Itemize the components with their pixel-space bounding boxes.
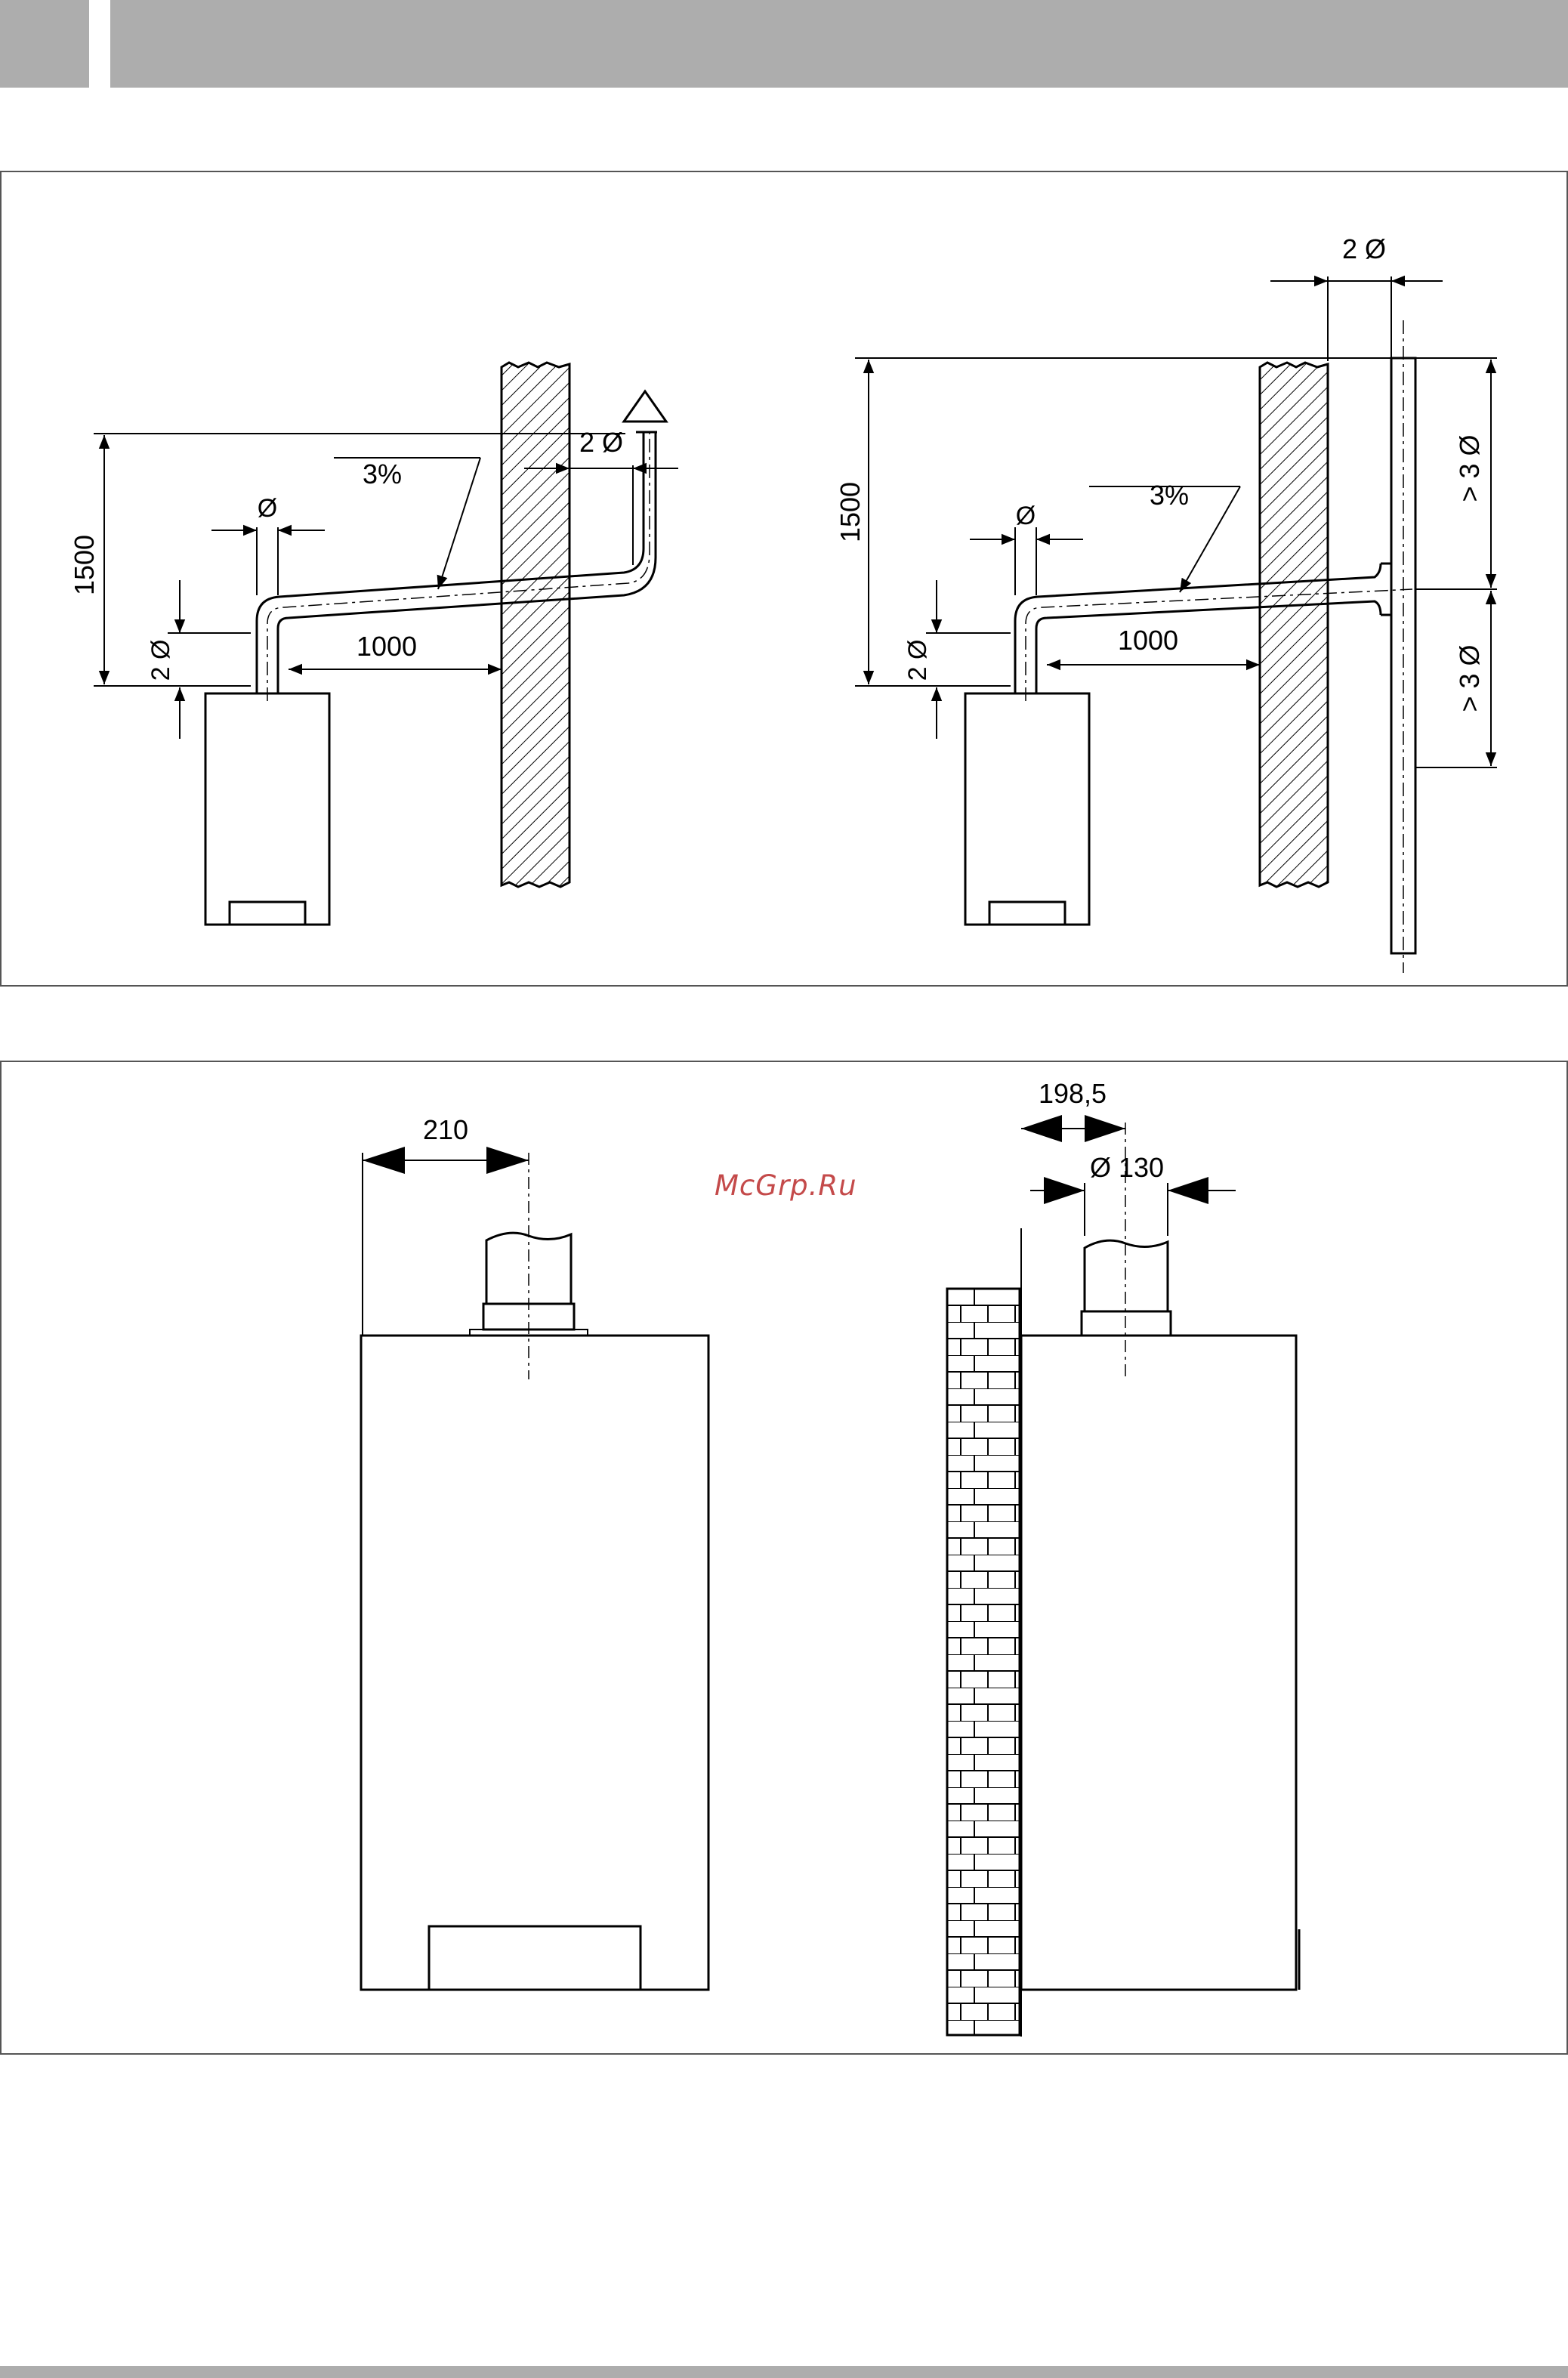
flue-pipe-stub xyxy=(1085,1240,1168,1311)
flue-pipe-inner xyxy=(1036,601,1381,693)
header-tab xyxy=(0,0,89,88)
side-view: 198,5 Ø 130 xyxy=(947,1078,1299,2037)
boiler-body xyxy=(205,693,329,925)
left-height-label: 1500 xyxy=(69,535,100,595)
flue-pipe-inner xyxy=(278,432,656,693)
right-rise-label: 2 Ø xyxy=(903,640,932,681)
wall-section xyxy=(502,363,569,887)
footer-bar xyxy=(0,2366,1568,2378)
wall-section xyxy=(1260,363,1328,887)
right-offset-label: 2 Ø xyxy=(1342,233,1386,264)
right-diameter-label: Ø xyxy=(1016,502,1036,530)
boiler-views-drawing: 210 198,5 Ø 130 xyxy=(2,1062,1566,2053)
left-diameter-label: Ø xyxy=(258,494,277,523)
boiler-panel xyxy=(230,902,305,925)
left-flue-diagram: 2 Ø 1500 3% Ø 2 Ø 1000 xyxy=(69,363,678,925)
left-rise-label: 2 Ø xyxy=(147,640,175,681)
boiler-body xyxy=(965,693,1089,925)
flue-center-line xyxy=(267,429,650,701)
flue-routing-panel: 2 Ø 1500 3% Ø 2 Ø 1000 xyxy=(0,171,1568,987)
right-upper-extension-label: > 3 Ø xyxy=(1454,434,1485,502)
flue-center-line xyxy=(1026,589,1412,701)
terminal-cap-icon xyxy=(624,391,666,422)
flue-collar xyxy=(1082,1311,1171,1336)
left-offset-label: 2 Ø xyxy=(579,427,623,458)
right-flue-diagram: 2 Ø 1500 > 3 Ø > 3 Ø 3% Ø 2 Ø 1 xyxy=(835,233,1497,973)
front-view: 210 xyxy=(361,1114,708,1990)
left-slope-label: 3% xyxy=(363,459,402,489)
boiler-views-panel: 210 198,5 Ø 130 xyxy=(0,1061,1568,2055)
boiler-side-body xyxy=(1021,1336,1296,1990)
right-lower-extension-label: > 3 Ø xyxy=(1454,644,1485,712)
watermark-text: McGrp.Ru xyxy=(715,1169,857,1202)
right-height-label: 1500 xyxy=(835,482,866,542)
flue-routing-drawing: 2 Ø 1500 3% Ø 2 Ø 1000 xyxy=(2,172,1566,985)
right-slope-label: 3% xyxy=(1150,480,1189,511)
boiler-front-panel xyxy=(429,1926,640,1990)
brick-wall xyxy=(947,1289,1020,2035)
boiler-front-body xyxy=(361,1336,708,1990)
flue-pipe-outer xyxy=(257,432,644,693)
left-horizontal-label: 1000 xyxy=(357,631,417,662)
right-horizontal-label: 1000 xyxy=(1118,625,1178,656)
side-wall-distance-label: 198,5 xyxy=(1039,1078,1107,1109)
boiler-panel xyxy=(989,902,1065,925)
header-bar xyxy=(110,0,1568,88)
front-axis-distance-label: 210 xyxy=(423,1114,468,1145)
side-flue-diameter-label: Ø 130 xyxy=(1090,1152,1164,1183)
